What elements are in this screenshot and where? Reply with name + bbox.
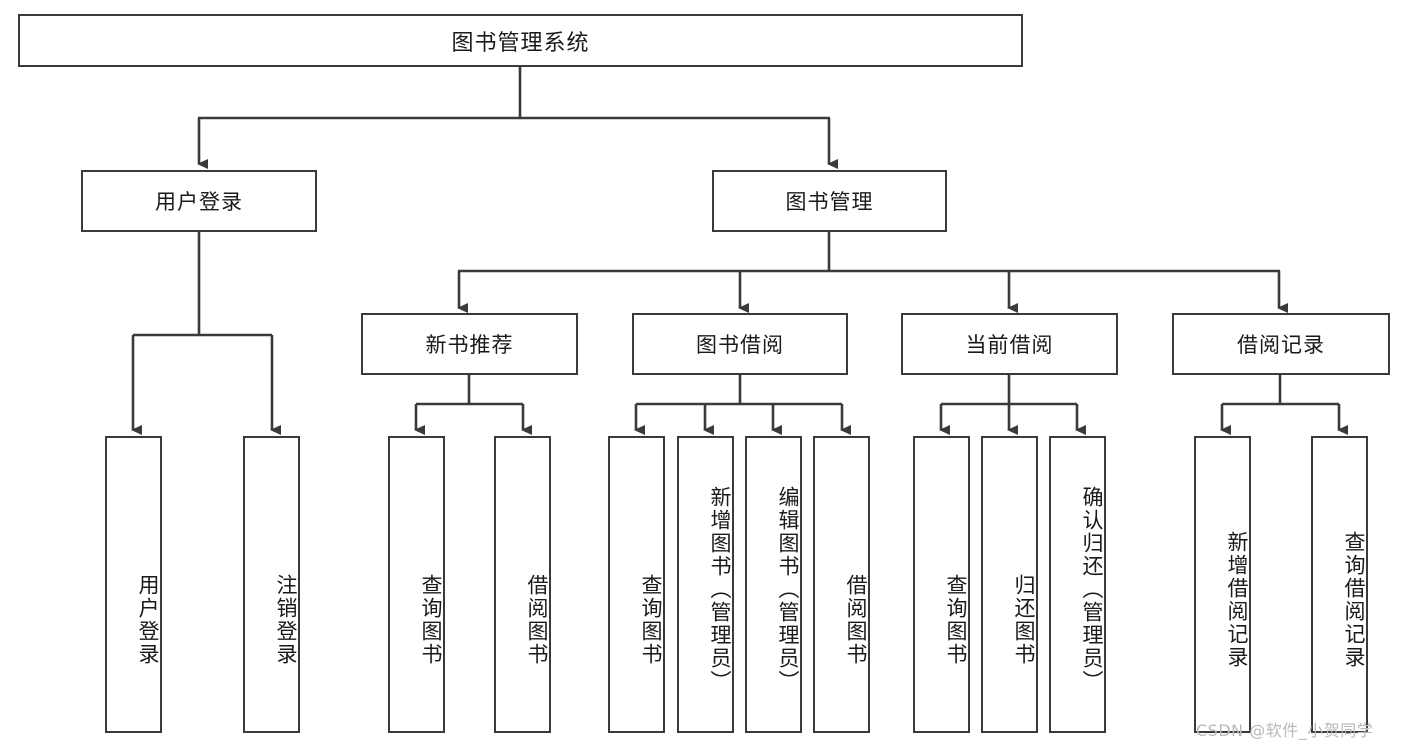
csdn-watermark: CSDN @软件_小贺同学 <box>1196 721 1374 740</box>
node-book-borrow[interactable]: 图书借阅 <box>632 313 848 375</box>
leaf-current-borrow-return[interactable]: 归还图书 <box>981 436 1038 733</box>
node-label: 新增借阅记录 <box>1225 530 1249 669</box>
leaf-new-book-query[interactable]: 查询图书 <box>388 436 445 733</box>
leaf-new-book-borrow[interactable]: 借阅图书 <box>494 436 551 733</box>
node-label: 查询图书 <box>944 573 968 666</box>
leaf-book-borrow-lend[interactable]: 借阅图书 <box>813 436 870 733</box>
node-book-manage[interactable]: 图书管理 <box>712 170 947 232</box>
leaf-current-borrow-confirm[interactable]: 确认归还（管理员） <box>1049 436 1106 733</box>
leaf-user-login-signin[interactable]: 用户登录 <box>105 436 162 733</box>
node-label: 当前借阅 <box>965 333 1054 357</box>
node-label: 借阅图书 <box>525 573 549 666</box>
node-label: 借阅记录 <box>1237 333 1325 357</box>
node-current-borrow[interactable]: 当前借阅 <box>901 313 1118 375</box>
node-label: 图书管理系统 <box>451 30 590 56</box>
node-label: 编辑图书（管理员） <box>776 486 800 693</box>
node-label: 确认归还（管理员） <box>1080 486 1104 693</box>
node-user-login[interactable]: 用户登录 <box>81 170 317 232</box>
leaf-book-borrow-add[interactable]: 新增图书（管理员） <box>677 436 734 733</box>
node-label: 新增图书（管理员） <box>708 486 732 693</box>
leaf-book-borrow-edit[interactable]: 编辑图书（管理员） <box>745 436 802 733</box>
node-label: 新书推荐 <box>425 333 514 357</box>
node-label: 用户登录 <box>155 190 243 214</box>
leaf-current-borrow-query[interactable]: 查询图书 <box>913 436 970 733</box>
node-label: 查询图书 <box>419 573 443 666</box>
leaf-borrow-record-query[interactable]: 查询借阅记录 <box>1311 436 1368 733</box>
node-label: 图书借阅 <box>696 333 784 357</box>
node-borrow-record[interactable]: 借阅记录 <box>1172 313 1390 375</box>
node-label: 查询借阅记录 <box>1342 530 1366 669</box>
node-root-system[interactable]: 图书管理系统 <box>18 14 1023 67</box>
node-label: 图书管理 <box>785 190 874 214</box>
node-label: 借阅图书 <box>844 573 868 666</box>
node-new-book-recommend[interactable]: 新书推荐 <box>361 313 578 375</box>
node-label: 注销登录 <box>274 573 298 666</box>
leaf-borrow-record-add[interactable]: 新增借阅记录 <box>1194 436 1251 733</box>
node-label: 查询图书 <box>639 573 663 666</box>
leaf-user-login-signout[interactable]: 注销登录 <box>243 436 300 733</box>
node-label: 归还图书 <box>1012 573 1036 666</box>
node-label: 用户登录 <box>136 573 160 666</box>
leaf-book-borrow-query[interactable]: 查询图书 <box>608 436 665 733</box>
